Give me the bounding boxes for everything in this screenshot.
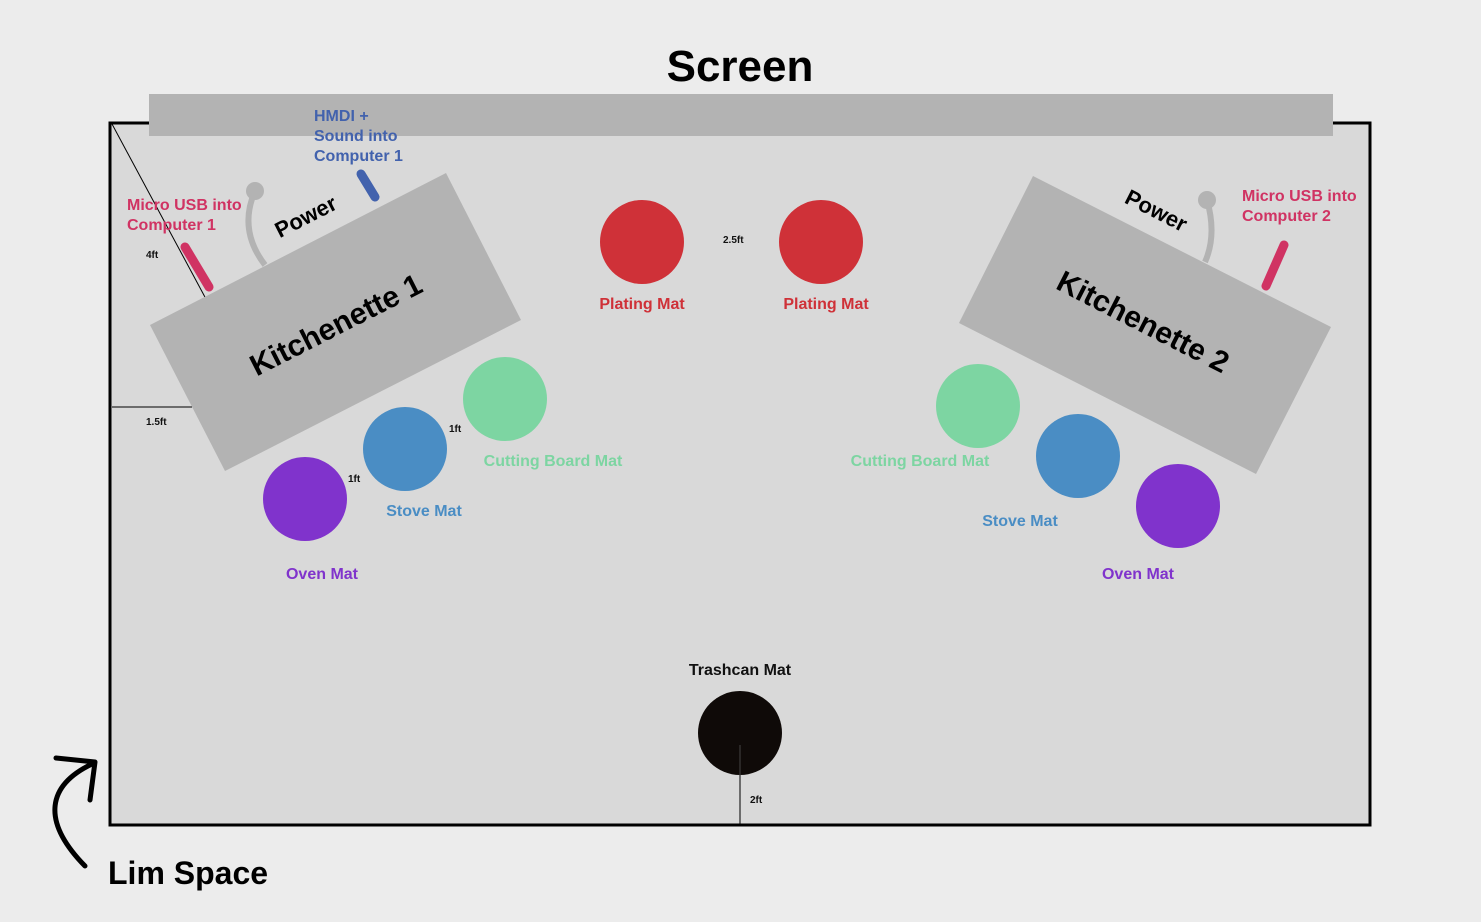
stove-mat-right (1036, 414, 1120, 498)
lim-space-label: Lim Space (108, 855, 268, 891)
screen-title: Screen (667, 42, 814, 91)
dim-1-5ft: 1.5ft (146, 417, 167, 428)
plating-mat-left (600, 200, 684, 284)
dim-4ft: 4ft (146, 250, 159, 261)
screen-bar (149, 94, 1333, 136)
hdmi-cable-1 (356, 169, 380, 202)
oven-mat-left-label: Oven Mat (286, 566, 359, 583)
oven-mat-left (263, 457, 347, 541)
plating-mat-left-label: Plating Mat (599, 296, 685, 313)
hdmi-label-1: HMDI + Sound into Computer 1 (314, 108, 403, 165)
stove-mat-left-label: Stove Mat (386, 503, 462, 520)
cutting-board-mat-left (463, 357, 547, 441)
kitchenette-1 (150, 173, 521, 471)
stove-mat-left (363, 407, 447, 491)
power-plug-1 (246, 182, 264, 200)
dim-1ft-b: 1ft (348, 474, 361, 485)
trashcan-mat (698, 691, 782, 775)
power-plug-2 (1198, 191, 1216, 209)
oven-mat-right (1136, 464, 1220, 548)
usb-label-1: Micro USB into Computer 1 (127, 197, 246, 234)
diagonal-dimension-line (111, 123, 207, 300)
cutting-board-mat-left-label: Cutting Board Mat (484, 453, 623, 470)
plating-mat-right-label: Plating Mat (783, 296, 869, 313)
dim-1ft-a: 1ft (449, 424, 462, 435)
curved-arrow-icon (52, 761, 95, 869)
usb-label-2: Micro USB into Computer 2 (1242, 188, 1361, 225)
usb-cable-1 (180, 242, 214, 292)
dim-2ft: 2ft (750, 795, 763, 806)
dim-2-5ft: 2.5ft (723, 235, 744, 246)
arrowhead-icon (53, 755, 98, 803)
oven-mat-right-label: Oven Mat (1102, 566, 1175, 583)
trashcan-mat-label: Trashcan Mat (689, 662, 792, 679)
kitchenette-2 (959, 176, 1331, 474)
plating-mat-right (779, 200, 863, 284)
cutting-board-mat-right (936, 364, 1020, 448)
cutting-board-mat-right-label: Cutting Board Mat (851, 453, 990, 470)
stove-mat-right-label: Stove Mat (982, 513, 1058, 530)
usb-cable-2 (1261, 240, 1289, 291)
